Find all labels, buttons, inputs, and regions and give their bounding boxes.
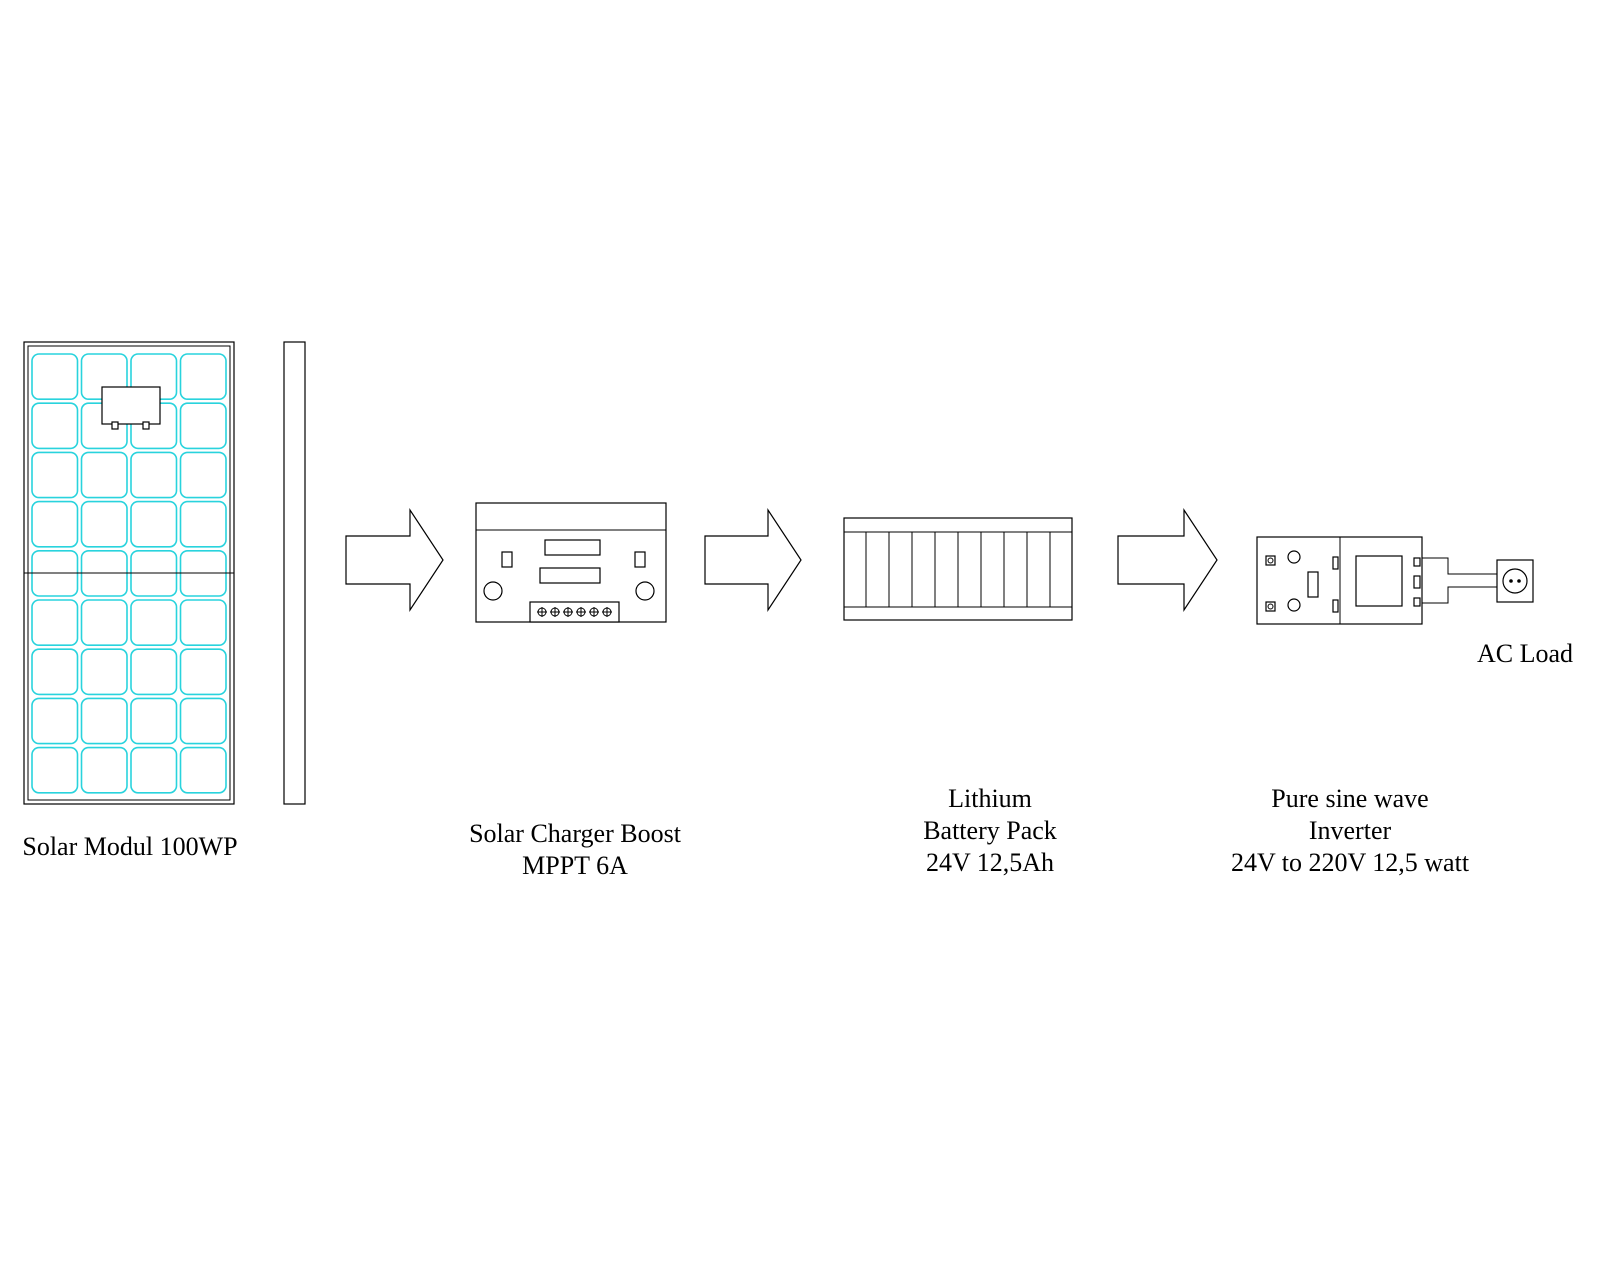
solar-cell <box>31 697 79 745</box>
outlet-pin <box>1413 557 1421 567</box>
inverter-label: Pure sine wave Inverter 24V to 220V 12,5… <box>1190 783 1510 879</box>
inverter-label-line-1: Pure sine wave <box>1271 784 1429 813</box>
terminal-block <box>529 601 620 623</box>
solar-cell <box>31 599 79 647</box>
terminal-screw <box>563 607 573 617</box>
charger-label: Solar Charger Boost MPPT 6A <box>430 818 720 882</box>
arrow-right-icon <box>345 508 444 612</box>
battery-label-line-2: Battery Pack <box>923 816 1057 845</box>
solar-panel-side-icon <box>283 341 306 805</box>
solar-cell <box>80 599 128 647</box>
battery-label-line-3: 24V 12,5Ah <box>925 848 1055 877</box>
solar-cell <box>31 451 79 499</box>
junction-box <box>101 386 161 425</box>
mount-hole <box>1287 598 1301 612</box>
solar-cell <box>31 402 79 450</box>
solar-panel-front-icon <box>23 341 235 805</box>
junction-terminal <box>111 421 119 430</box>
mount-hole <box>1287 550 1301 564</box>
battery-label-line-1: Lithium <box>948 784 1032 813</box>
outlet-pin <box>1413 575 1421 589</box>
terminal-screw <box>550 607 560 617</box>
terminal-screw <box>576 607 586 617</box>
ac-cable <box>1422 557 1497 604</box>
solar-cell <box>130 599 178 647</box>
indicator-led <box>501 551 513 568</box>
mount-hole <box>635 581 655 601</box>
mppt-charger-icon <box>475 502 667 623</box>
solar-cell <box>31 746 79 794</box>
ac-load-label: AC Load <box>1465 638 1585 670</box>
solar-cell <box>31 500 79 548</box>
outlet-pin <box>1413 597 1421 607</box>
solar-cell <box>179 648 227 696</box>
solar-cell <box>80 500 128 548</box>
solar-cell <box>130 648 178 696</box>
solar-cell <box>80 697 128 745</box>
terminal-screw <box>537 607 547 617</box>
terminal-screw <box>1265 601 1276 612</box>
display-slot <box>544 539 601 556</box>
solar-cell-grid <box>31 353 227 794</box>
power-socket-icon <box>1496 559 1534 603</box>
solar-cell <box>80 451 128 499</box>
battery-cells <box>865 532 1051 607</box>
terminal-screw <box>1265 555 1276 566</box>
solar-cell <box>179 402 227 450</box>
display-slot <box>539 567 601 584</box>
solar-cell <box>179 451 227 499</box>
solar-cell <box>80 648 128 696</box>
solar-cell <box>80 746 128 794</box>
solar-cell <box>179 697 227 745</box>
solar-cell <box>130 451 178 499</box>
inverter-label-line-3: 24V to 220V 12,5 watt <box>1230 848 1470 877</box>
solar-cell <box>179 500 227 548</box>
solar-cell <box>179 599 227 647</box>
terminal-screw <box>589 607 599 617</box>
solar-cell <box>179 353 227 401</box>
solar-cell <box>130 500 178 548</box>
junction-terminal <box>142 421 150 430</box>
terminal-screw <box>602 607 612 617</box>
solar-cell <box>130 746 178 794</box>
inverter-label-line-2: Inverter <box>1308 816 1392 845</box>
solar-cell <box>31 648 79 696</box>
solar-cell <box>130 697 178 745</box>
switch <box>1307 571 1319 598</box>
ac-load-label-text: AC Load <box>1476 639 1574 668</box>
arrow-right-icon <box>1117 508 1218 612</box>
charger-label-line-2: MPPT 6A <box>522 851 628 880</box>
arrow-right-icon <box>704 508 802 612</box>
display-window <box>1355 555 1403 607</box>
solar-module-label: Solar Modul 100WP <box>10 831 250 863</box>
indicator-led <box>634 551 646 568</box>
solar-cell <box>179 746 227 794</box>
inverter-icon <box>1256 536 1423 625</box>
solar-cell <box>31 353 79 401</box>
charger-label-line-1: Solar Charger Boost <box>469 819 681 848</box>
side-tab <box>1332 599 1339 613</box>
battery-label: Lithium Battery Pack 24V 12,5Ah <box>860 783 1120 879</box>
battery-pack-icon <box>843 517 1073 621</box>
solar-module-label-text: Solar Modul 100WP <box>22 832 238 861</box>
terminal-screws <box>537 607 612 617</box>
side-tab <box>1332 556 1339 570</box>
mount-hole <box>483 581 503 601</box>
